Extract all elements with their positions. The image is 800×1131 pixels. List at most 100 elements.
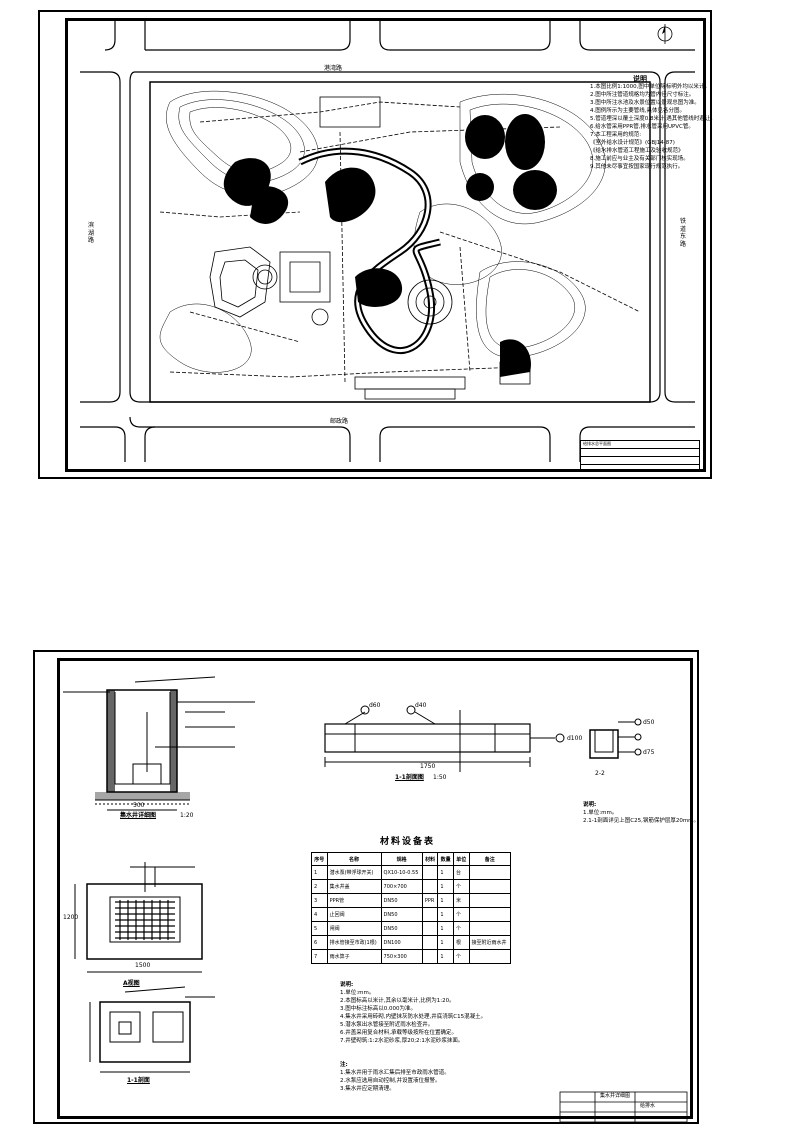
cell bbox=[421, 949, 439, 964]
cell bbox=[421, 879, 439, 894]
callout-5: d75 bbox=[643, 749, 655, 756]
note-line: 3.图中所注水池及水景位置以景观总图为准。 bbox=[590, 100, 700, 107]
callout-1: d60 bbox=[369, 702, 381, 709]
long-section-scale: 1:50 bbox=[433, 774, 447, 781]
cell: 5 bbox=[311, 921, 328, 936]
dimension-width: 1500 bbox=[135, 962, 151, 969]
well-detail-title: 集水井详细图 bbox=[120, 812, 157, 819]
cell: 雨水箅子 bbox=[326, 949, 382, 964]
note-line: 4.集水井采用砖砌,内壁抹灰防水处理,井底浇筑C15混凝土。 bbox=[340, 1013, 487, 1020]
cell: 7 bbox=[311, 949, 328, 964]
cell: 1 bbox=[311, 865, 328, 880]
site-plan-sheet: 港湾路 邮政路 滨湖路 铁道东路 说明 1.本图比例1:1000,图中单位除标明… bbox=[38, 10, 716, 479]
cell: QX10-10-0.55 bbox=[380, 865, 423, 880]
road-east-label: 铁道东路 bbox=[680, 218, 687, 248]
note-line: 2.图中所注管道规格均为管内径尺寸标注。 bbox=[590, 92, 695, 99]
cell: 个 bbox=[452, 879, 470, 894]
remarks-title: 注: bbox=[340, 1062, 348, 1068]
note-line: 《室外给水设计规范》(GBJ14-87) bbox=[590, 139, 675, 146]
col-header: 序号 bbox=[311, 852, 328, 866]
right-note-line: 2.1-1剖面详见上图C25,钢筋保护层厚20mm。 bbox=[583, 817, 700, 824]
cell: 700×700 bbox=[380, 879, 423, 894]
cell: 米 bbox=[452, 893, 470, 908]
construction-notes-title: 说明: bbox=[340, 982, 354, 988]
title-block-name: 给排水总平面图 bbox=[581, 441, 699, 449]
detail-title-block-discipline: 给排水 bbox=[640, 1103, 656, 1109]
cell bbox=[468, 921, 511, 936]
cell: 1 bbox=[437, 879, 454, 894]
note-line: 6.井盖采用复合材料,承载等级按所在位置确定。 bbox=[340, 1029, 457, 1036]
cell: DN50 bbox=[380, 907, 423, 922]
cell bbox=[468, 907, 511, 922]
callout-4: d50 bbox=[643, 719, 655, 726]
site-plan-notes: 说明 1.本图比例1:1000,图中单位除标明外均以米计。 2.图中所注管道规格… bbox=[590, 74, 716, 172]
site-plan-frame bbox=[65, 18, 706, 472]
cell bbox=[468, 865, 511, 880]
callout-3: d100 bbox=[567, 735, 583, 742]
cell: 集水井盖 bbox=[326, 879, 382, 894]
note-line: 1.单位:mm。 bbox=[340, 989, 375, 996]
remark-line: 3.集水井应定期清理。 bbox=[340, 1085, 395, 1092]
note-line: 3.图中标注标高以0.000为准。 bbox=[340, 1005, 416, 1012]
material-table-title: 材料设备表 bbox=[380, 837, 436, 847]
col-header: 数量 bbox=[437, 852, 454, 866]
cell: 1 bbox=[437, 921, 454, 936]
cell: 1 bbox=[437, 907, 454, 922]
road-south-label: 邮政路 bbox=[330, 418, 349, 425]
cell: 1 bbox=[437, 935, 454, 950]
construction-notes: 说明: 1.单位:mm。 2.本图标高以米计,其余以毫米计,比例为1:20。 3… bbox=[340, 982, 486, 1046]
note-line: 4.图例所示为主要管线,具体见各分图。 bbox=[590, 108, 685, 115]
detail-title-block-name: 集水井详细图 bbox=[600, 1093, 631, 1099]
cell: 6 bbox=[311, 935, 328, 950]
cell: DN50 bbox=[380, 921, 423, 936]
note-line: 5.管道埋深以覆土深度0.8米计,遇其他管线时避让。 bbox=[590, 116, 716, 123]
cell: 个 bbox=[452, 949, 470, 964]
cell: 台 bbox=[452, 865, 470, 880]
note-line: 9.其他未尽事宜按国家现行规范执行。 bbox=[590, 163, 684, 170]
note-line: 8.施工前应与业主及有关部门核实现场。 bbox=[590, 155, 689, 162]
col-header: 材料 bbox=[421, 852, 439, 866]
cell: 3 bbox=[311, 893, 328, 908]
long-section-title: 1-1剖面图 bbox=[395, 774, 424, 781]
cell: 止回阀 bbox=[326, 907, 382, 922]
section-2-2-title: 2-2 bbox=[595, 770, 605, 777]
cell: DN100 bbox=[380, 935, 423, 950]
note-line: 7.本工程采用的规范: bbox=[590, 131, 642, 138]
cell: PPR管 bbox=[326, 893, 382, 908]
remark-line: 1.集水井用于雨水汇集后排至市政雨水管道。 bbox=[340, 1069, 450, 1076]
dimension-length: 1750 bbox=[420, 763, 436, 770]
remarks: 注: 1.集水井用于雨水汇集后排至市政雨水管道。 2.水泵应选用自动控制,并设置… bbox=[340, 1062, 450, 1094]
road-west-label: 滨湖路 bbox=[88, 222, 95, 244]
col-header: 名称 bbox=[326, 852, 382, 866]
note-line: 6.给水管采用PPR管,排水管采用UPVC管。 bbox=[590, 123, 694, 130]
site-plan-title-block: 给排水总平面图 bbox=[580, 440, 700, 472]
cell bbox=[421, 921, 439, 936]
well-detail-scale: 1:20 bbox=[180, 812, 194, 819]
cell: 2 bbox=[311, 879, 328, 894]
cell: 潜水泵(带浮球开关) bbox=[326, 865, 382, 880]
cell: 750×300 bbox=[380, 949, 423, 964]
note-line: 7.井壁砌筑:1:2水泥砂浆,厚20;2:1水泥砂浆抹面。 bbox=[340, 1037, 464, 1044]
col-header: 单位 bbox=[452, 852, 470, 866]
detail-sheet: 集水井详细图 1:20 A视图 1-1剖面 1-1剖面图 1:50 2-2 17… bbox=[33, 650, 699, 1124]
cell: 4 bbox=[311, 907, 328, 922]
cell: PPR bbox=[421, 893, 439, 908]
cell: 个 bbox=[452, 921, 470, 936]
cell: 1 bbox=[437, 865, 454, 880]
right-note-line: 1.单位:mm。 bbox=[583, 809, 618, 816]
remark-line: 2.水泵应选用自动控制,并设置液位报警。 bbox=[340, 1077, 441, 1084]
col-header: 规格 bbox=[380, 852, 423, 866]
cell: 1 bbox=[437, 949, 454, 964]
right-notes: 说明: 1.单位:mm。 2.1-1剖面详见上图C25,钢筋保护层厚20mm。 bbox=[583, 802, 699, 826]
cell: 接至附近雨水井 bbox=[468, 935, 511, 950]
cell: 个 bbox=[452, 907, 470, 922]
cell bbox=[421, 865, 439, 880]
right-notes-title: 说明: bbox=[583, 802, 597, 808]
cell: DN50 bbox=[380, 893, 423, 908]
cell bbox=[421, 935, 439, 950]
